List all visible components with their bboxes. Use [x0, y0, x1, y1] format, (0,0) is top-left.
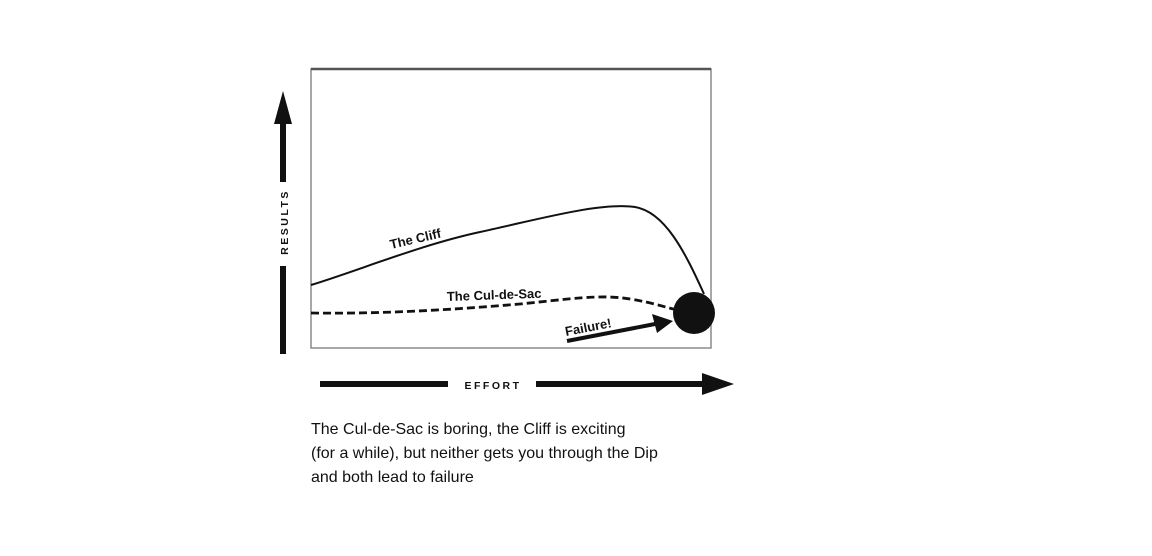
caption-line: (for a while), but neither gets you thro…	[311, 445, 658, 462]
culdesac-curve	[310, 295, 679, 315]
y-axis-label: RESULTS	[279, 189, 291, 255]
failure-arrow	[566, 314, 673, 343]
cliff-label: The Cliff	[388, 225, 443, 251]
failure-ball	[673, 292, 715, 334]
cliff-curve	[310, 205, 705, 295]
caption-line: and both lead to failure	[311, 469, 474, 486]
culdesac-label: The Cul-de-Sac	[447, 286, 542, 304]
x-axis-label: EFFORT	[465, 380, 522, 392]
caption-line: The Cul-de-Sac is boring, the Cliff is e…	[311, 421, 626, 438]
cliff-culdesac-diagram: RESULTS EFFORT The Cliff The Cul-de-Sac …	[274, 67, 734, 395]
caption: The Cul-de-Sac is boring, the Cliff is e…	[311, 418, 771, 490]
y-axis-arrow	[274, 91, 292, 354]
plot-frame	[310, 68, 712, 349]
x-axis-arrow	[320, 373, 734, 395]
